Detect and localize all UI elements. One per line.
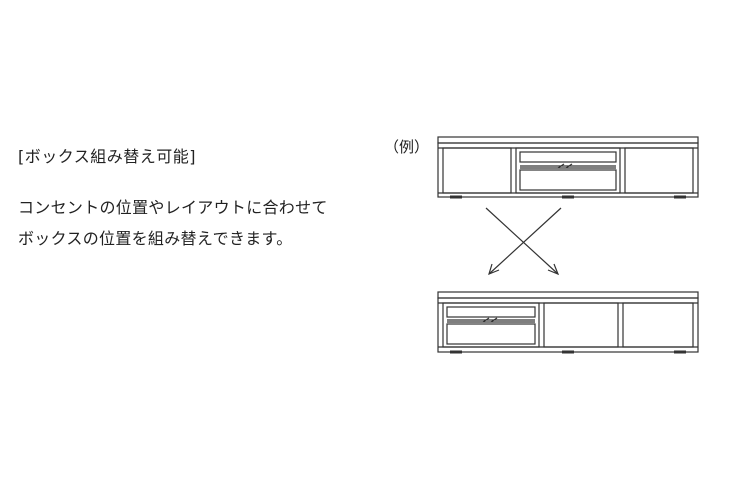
swap-arrows: [485, 207, 562, 276]
door-box-right: [624, 147, 694, 194]
drawer-box-left: [442, 302, 540, 348]
cabinet-before: [437, 136, 699, 199]
example-label: （例）: [384, 138, 430, 156]
arrow-left-to-right: [485, 207, 559, 275]
description-line-1: コンセントの位置やレイアウトに合わせて: [18, 198, 328, 217]
door-box-right-after: [622, 302, 694, 348]
description-line-2: ボックスの位置を組み替えできます。: [18, 229, 293, 248]
door-box-center: [543, 302, 619, 348]
cabinet-top-board-after: [437, 291, 699, 299]
description-text: コンセントの位置やレイアウトに合わせて ボックスの位置を組み替えできます。: [18, 192, 328, 254]
door-box-left: [442, 147, 512, 194]
section-heading: [ボックス組み替え可能]: [18, 147, 197, 166]
cabinet-top-board: [437, 136, 699, 144]
arrow-right-to-left: [488, 207, 562, 275]
drawer-box-center: [515, 147, 621, 194]
cabinet-after: [437, 291, 699, 354]
